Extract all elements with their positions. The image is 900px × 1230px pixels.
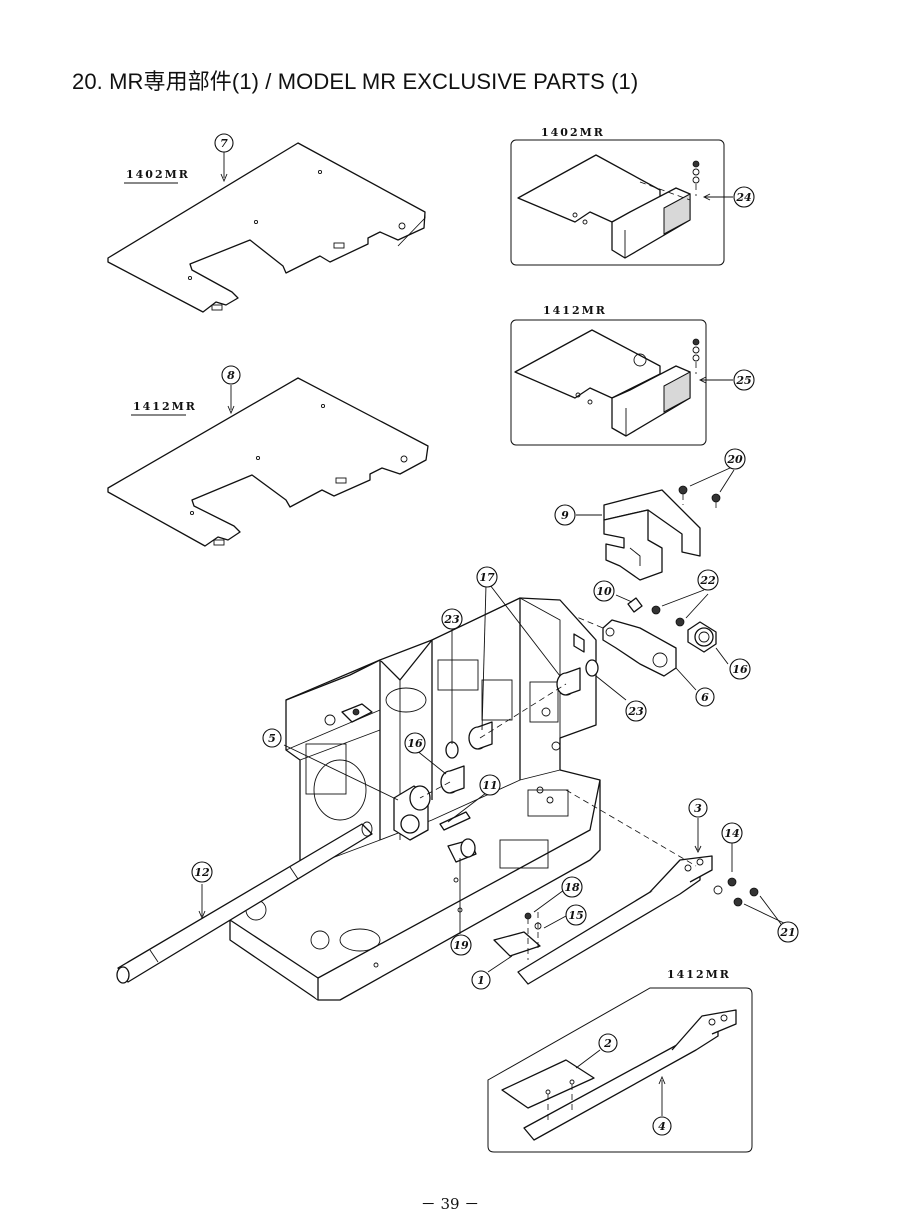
callout-3: 3 [688,798,708,818]
callout-24: 24 [733,186,755,208]
model-label-plate-1402: 1402MR [124,168,190,184]
svg-text:6: 6 [701,691,709,704]
svg-text:17: 17 [479,571,495,584]
callout-21: 21 [777,921,799,943]
inset-1412mr: 1412MR [510,304,733,446]
svg-text:18: 18 [564,881,580,894]
svg-text:15: 15 [568,909,583,922]
svg-text:21: 21 [779,926,795,939]
svg-text:2: 2 [603,1037,612,1050]
callout-7: 7 [214,133,234,153]
page-title: 20. MR専用部件(1) / MODEL MR EXCLUSIVE PARTS… [72,69,639,94]
callout-16-left: 16 [404,732,426,754]
callout-23-top: 23 [441,608,463,630]
callout-11: 11 [479,774,501,796]
callout-8: 8 [221,365,241,385]
inset-1402mr: 1402MR [510,126,733,266]
svg-text:22: 22 [699,574,716,587]
callout-22: 22 [697,569,719,591]
svg-text:1: 1 [477,974,485,987]
svg-text:4: 4 [658,1120,666,1133]
callout-12: 12 [191,861,213,883]
svg-text:19: 19 [453,939,469,952]
svg-text:5: 5 [268,732,276,745]
callout-18: 18 [561,876,583,898]
svg-text:23: 23 [443,613,460,626]
callout-15: 15 [565,904,587,926]
callout-4: 4 [652,1116,672,1136]
svg-text:1412MR: 1412MR [133,400,197,413]
svg-text:1402MR: 1402MR [541,126,605,139]
bushing-assembly [283,584,627,934]
svg-text:14: 14 [724,827,739,840]
callout-6: 6 [695,687,715,707]
callout-5: 5 [262,728,282,748]
callout-23-right: 23 [625,700,647,722]
callout-17: 17 [476,566,498,588]
cover-plate-1402mr [107,142,426,313]
svg-text:16: 16 [407,737,423,750]
svg-text:1402MR: 1402MR [126,168,190,181]
callout-10: 10 [593,580,615,602]
svg-text:25: 25 [735,374,751,387]
inset-bottom-1412mr: 1412MR [487,968,753,1153]
callout-19: 19 [450,934,472,956]
link-arm-assembly [559,589,729,691]
svg-text:8: 8 [227,369,235,382]
callout-25: 25 [733,369,755,391]
main-shaft-part [116,821,373,984]
screw-20-set [678,467,735,512]
cover-plate-1412mr [107,377,429,547]
svg-text:9: 9 [561,509,569,522]
callout-14: 14 [721,822,743,844]
svg-text:7: 7 [220,137,228,150]
model-label-plate-1412: 1412MR [131,400,197,416]
svg-text:1412MR: 1412MR [667,968,731,981]
callout-16-right: 16 [729,658,751,680]
callout-20: 20 [724,448,746,470]
svg-text:3: 3 [694,802,702,815]
svg-text:20: 20 [726,453,743,466]
callout-1: 1 [471,970,491,990]
svg-text:1412MR: 1412MR [543,304,607,317]
svg-text:11: 11 [482,779,497,792]
svg-text:23: 23 [627,705,644,718]
svg-text:10: 10 [596,585,612,598]
svg-text:12: 12 [194,866,210,879]
feed-plate-assembly [487,789,787,985]
page-number: － 39 － [420,1195,480,1213]
callout-9: 9 [554,504,576,526]
svg-text:24: 24 [735,191,751,204]
callout-2: 2 [598,1033,618,1053]
bracket-cover-part [576,489,701,581]
svg-text:16: 16 [732,663,748,676]
